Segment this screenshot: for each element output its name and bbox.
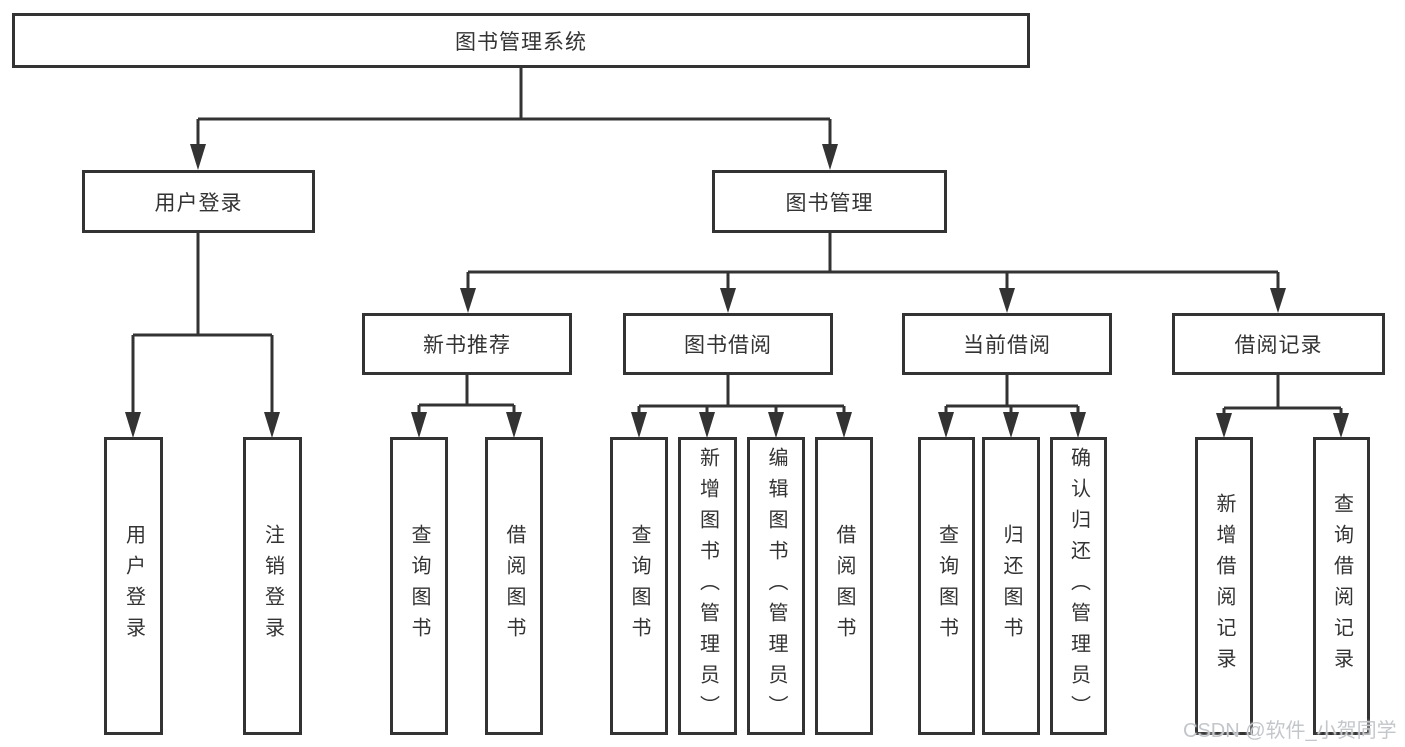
connector-root-to-level2 [190, 68, 838, 170]
node-root: 图书管理系统 [12, 13, 1030, 68]
connector-arrowhead [411, 412, 427, 438]
leaf-label: 借阅图书 [503, 524, 525, 648]
connector-arrowhead [264, 412, 280, 438]
leaf-label: 用户登录 [122, 524, 145, 648]
leaf-label: 确认归还（管理员） [1067, 446, 1090, 726]
leaf-query-books-current: 查询图书 [918, 437, 975, 735]
leaf-label: 注销登录 [261, 524, 284, 648]
connector-arrowhead [938, 412, 954, 438]
connector-arrowhead [720, 288, 736, 313]
connector-arrowhead [125, 412, 141, 438]
leaf-add-borrow-record: 新增借阅记录 [1195, 437, 1253, 735]
node-borrow-records: 借阅记录 [1172, 313, 1385, 375]
connector-current-borrow-branch [938, 375, 1086, 438]
leaf-label: 查询借阅记录 [1330, 493, 1353, 679]
csdn-watermark: CSDN @软件_小贺同学 [1183, 720, 1397, 742]
leaf-query-books-rec: 查询图书 [390, 437, 448, 735]
leaf-logout: 注销登录 [243, 437, 302, 735]
leaf-label: 借阅图书 [833, 524, 855, 648]
leaf-borrow-books: 借阅图书 [815, 437, 873, 735]
leaf-label: 查询图书 [628, 524, 650, 648]
connector-arrowhead [836, 412, 852, 438]
leaf-query-books-borrow: 查询图书 [610, 437, 668, 735]
node-book-mgmt: 图书管理 [712, 170, 947, 233]
connector-arrowhead [1070, 412, 1086, 438]
leaf-label: 新增图书（管理员） [696, 446, 719, 726]
connector-new-book-rec-branch [411, 375, 522, 438]
connector-borrow-records-branch [1216, 375, 1349, 438]
leaf-confirm-return-admin: 确认归还（管理员） [1050, 437, 1107, 735]
leaf-add-book-admin: 新增图书（管理员） [678, 437, 737, 735]
leaf-user-login: 用户登录 [104, 437, 163, 735]
leaf-label: 新增借阅记录 [1213, 493, 1235, 679]
connector-arrowhead [999, 288, 1015, 313]
leaf-label: 编辑图书（管理员） [765, 446, 787, 726]
connector-arrowhead [190, 144, 206, 170]
leaf-edit-book-admin: 编辑图书（管理员） [747, 437, 805, 735]
leaf-borrow-books-rec: 借阅图书 [485, 437, 543, 735]
leaf-query-borrow-record: 查询借阅记录 [1313, 437, 1370, 735]
node-new-book-rec: 新书推荐 [362, 313, 572, 375]
leaf-return-book: 归还图书 [982, 437, 1040, 735]
connector-arrowhead [768, 412, 784, 438]
connector-arrowhead [1270, 288, 1286, 313]
connector-arrowhead [506, 412, 522, 438]
connector-arrowhead [1333, 413, 1349, 438]
leaf-label: 查询图书 [408, 524, 430, 648]
connector-user-login-branch [125, 233, 280, 438]
connector-arrowhead [1003, 412, 1019, 438]
connector-arrowhead [631, 412, 647, 438]
leaf-label: 查询图书 [935, 524, 958, 648]
connector-book-borrow-branch [631, 375, 852, 438]
connector-arrowhead [822, 144, 838, 170]
leaf-label: 归还图书 [1000, 524, 1022, 648]
node-book-borrow: 图书借阅 [623, 313, 833, 375]
node-user-login-branch: 用户登录 [82, 170, 315, 233]
connector-arrowhead [1216, 413, 1232, 438]
connector-book-mgmt-branch [460, 233, 1286, 313]
node-current-borrow: 当前借阅 [902, 313, 1112, 375]
connector-arrowhead [699, 412, 715, 438]
connector-arrowhead [460, 288, 476, 313]
